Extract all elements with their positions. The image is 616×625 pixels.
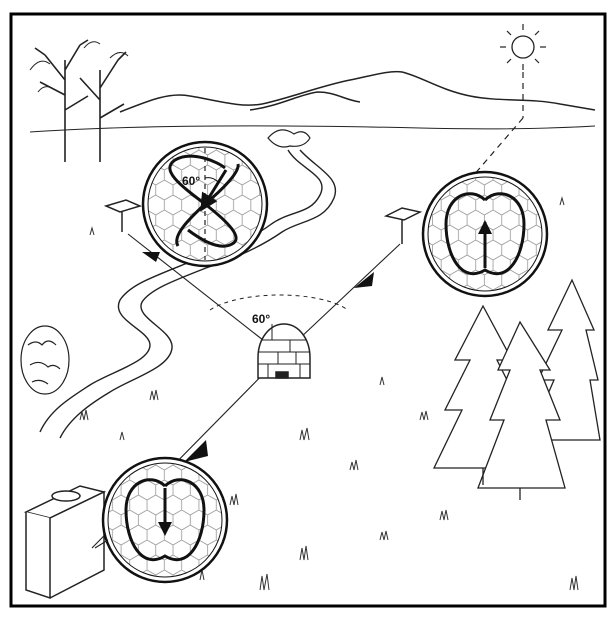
downward-arrow-icon	[158, 522, 172, 536]
sun-icon	[500, 24, 546, 70]
hive-angle-label: 60°	[252, 312, 270, 326]
dance-angle-label: 60°	[182, 174, 200, 188]
flight-path-lines	[94, 539, 109, 549]
waggle-dance-panel-upward	[421, 170, 549, 298]
angle-arc	[204, 177, 219, 183]
stream	[39, 149, 337, 439]
mountain-range	[29, 70, 596, 133]
beehive-icon	[257, 323, 311, 379]
feeding-dish-icon	[383, 207, 423, 244]
bare-trees	[29, 39, 129, 162]
waggle-dance-panel-angled: 60°	[141, 140, 269, 268]
conifer-trees	[432, 278, 601, 500]
angle-arc	[209, 294, 349, 311]
shrubs	[20, 129, 311, 395]
sun-direction-line	[472, 72, 524, 177]
upward-arrow-icon	[478, 220, 492, 234]
waggle-dance-panel-downward	[101, 456, 229, 584]
feeding-dish-icon	[23, 485, 107, 600]
direction-arrow-icon	[142, 252, 374, 462]
feeding-dish-icon	[103, 199, 143, 232]
